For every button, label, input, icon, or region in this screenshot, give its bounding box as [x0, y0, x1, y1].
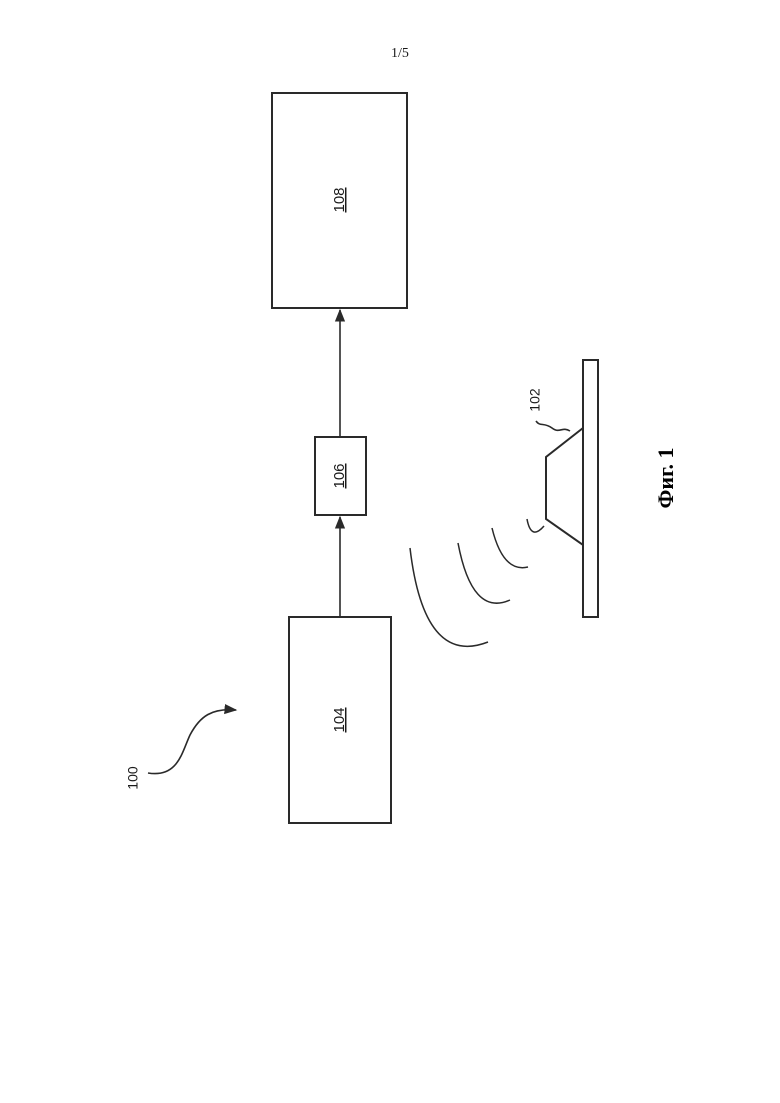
sound-wave-2	[492, 528, 528, 568]
speaker-ref-label: 102	[527, 388, 543, 412]
sound-wave-1	[527, 519, 544, 532]
block-106-label: 106	[331, 463, 348, 488]
system-ref-label: 100	[125, 766, 141, 790]
block-104-label: 104	[331, 707, 348, 732]
sound-wave-3	[458, 543, 510, 603]
sound-waves	[410, 519, 544, 646]
speaker-base-plate	[583, 360, 598, 617]
speaker-ref-leader	[536, 421, 570, 431]
system-ref-arrow	[148, 710, 236, 774]
speaker-cone	[546, 428, 583, 545]
speaker	[546, 360, 598, 617]
sound-wave-4	[410, 548, 488, 646]
block-108-label: 108	[331, 187, 348, 212]
figure-caption: Фиг. 1	[653, 447, 678, 508]
